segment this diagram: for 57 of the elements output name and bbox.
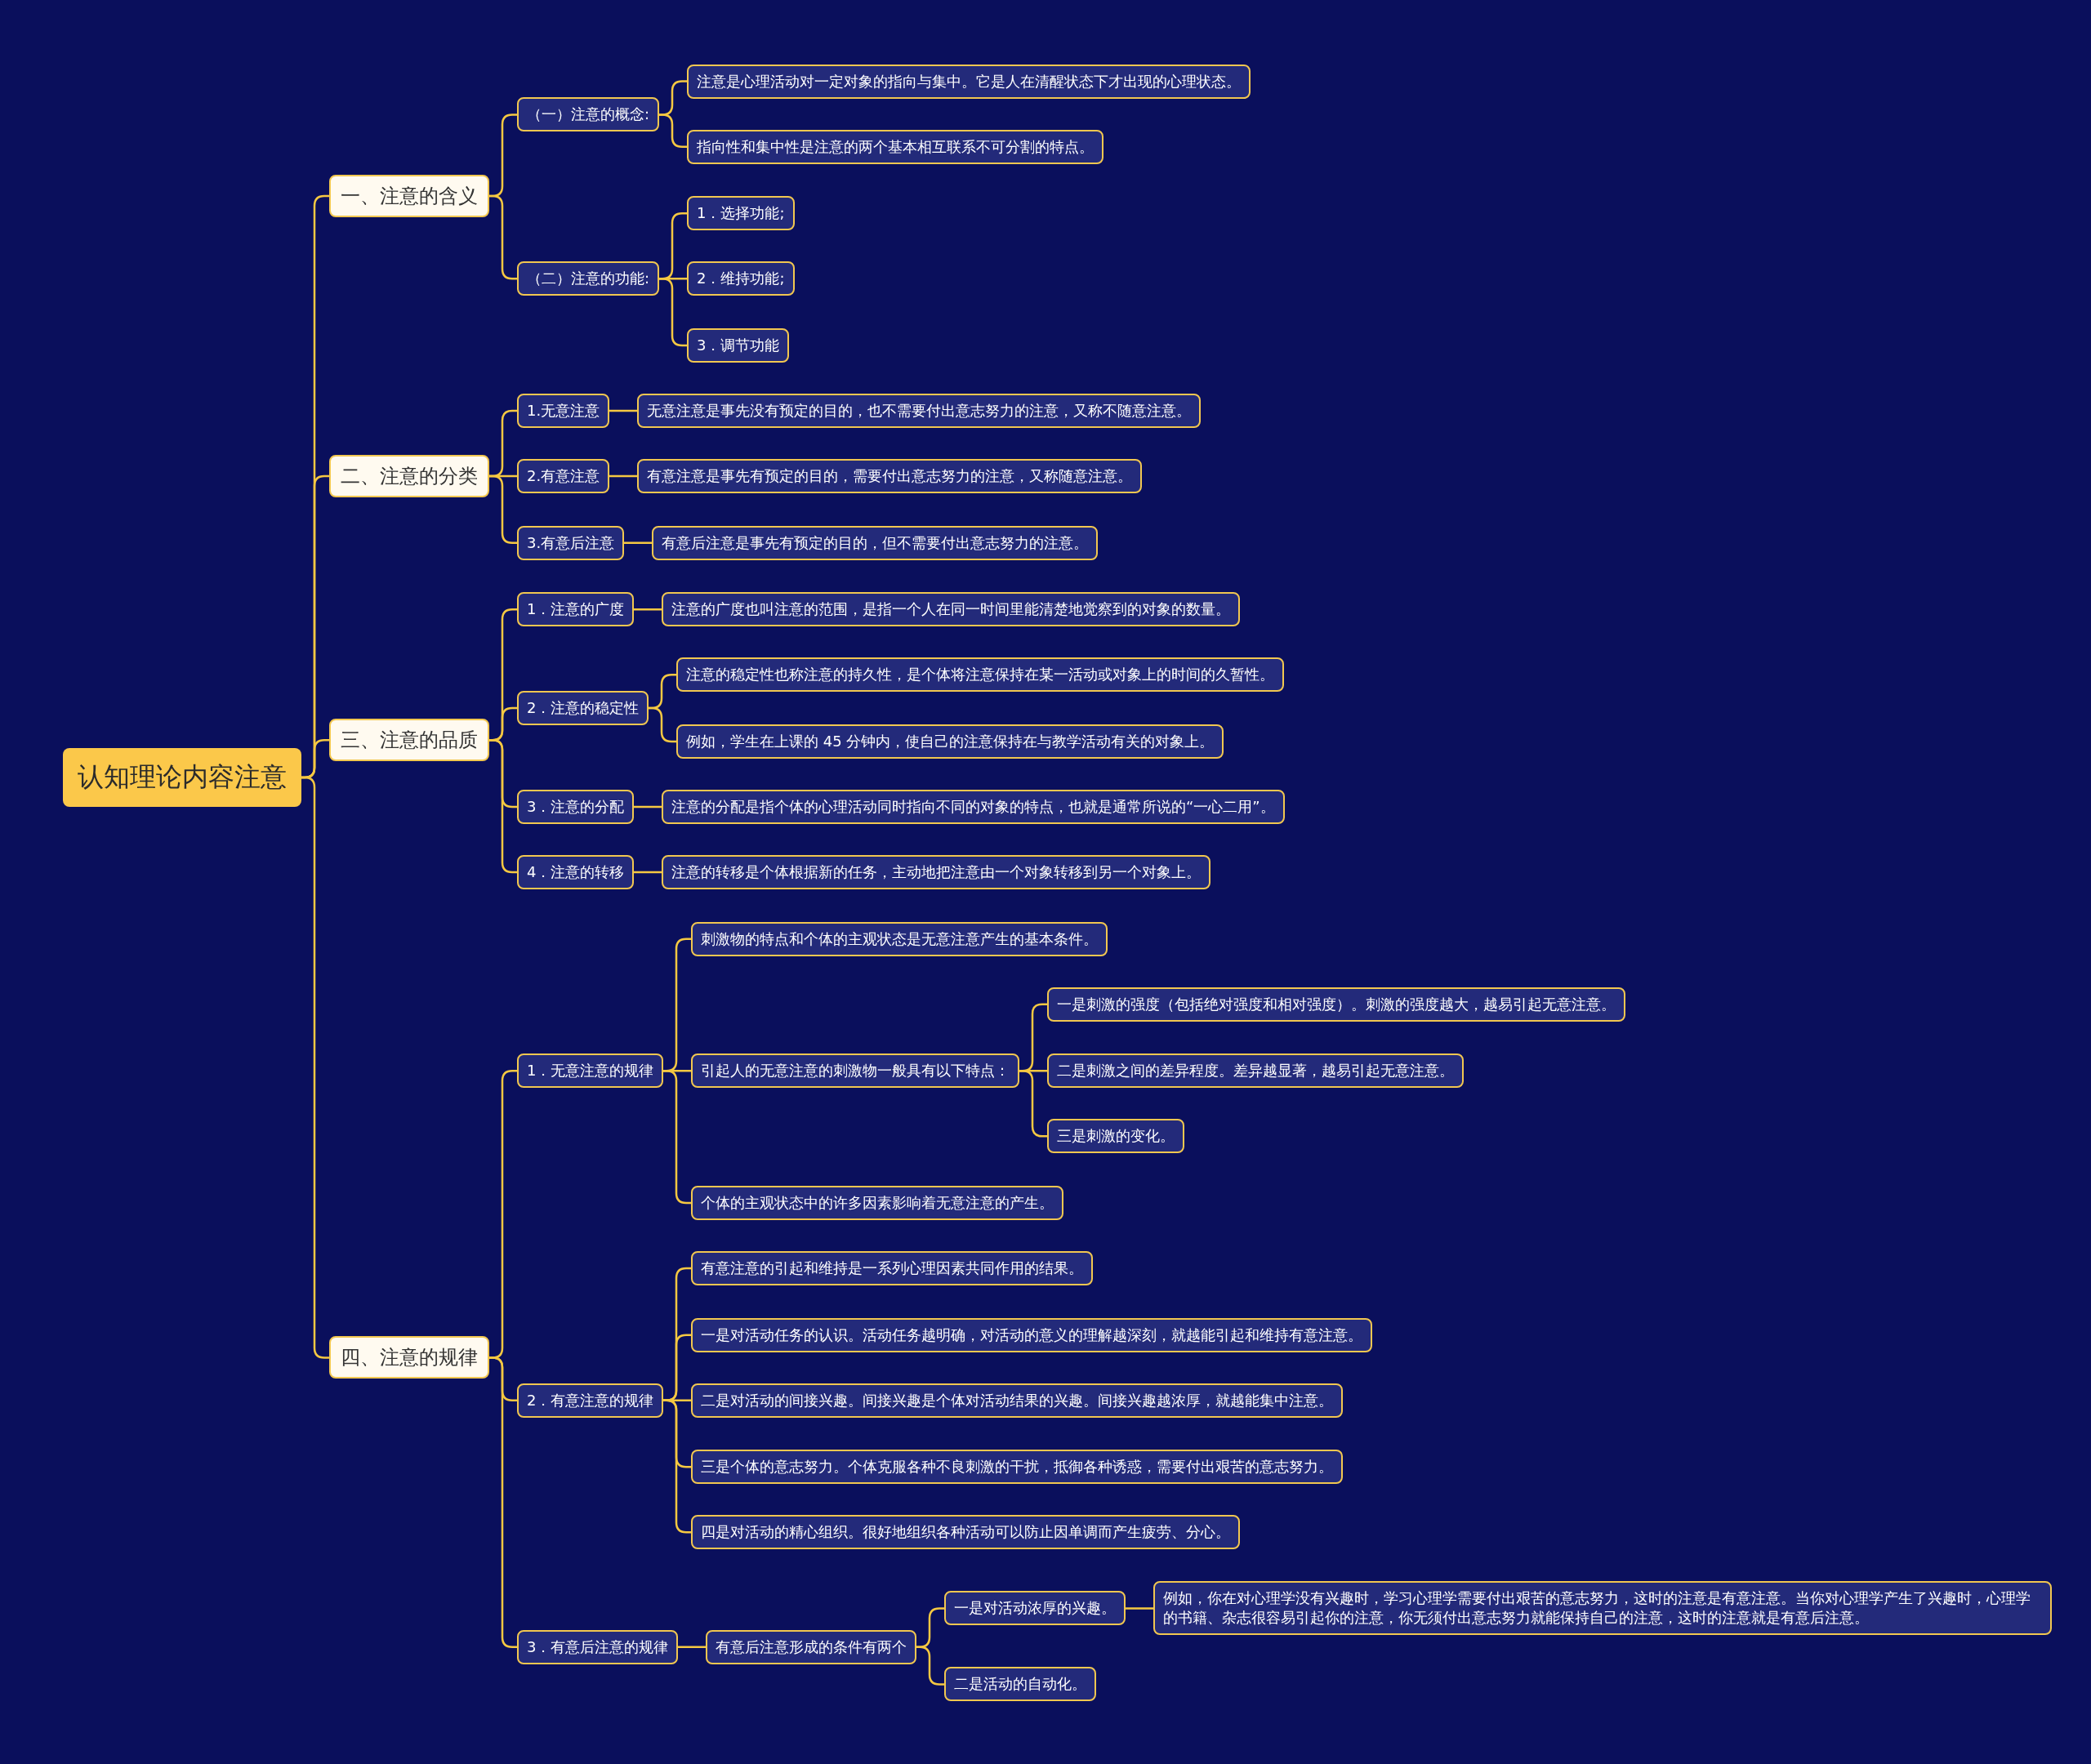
connector-line xyxy=(659,114,687,148)
subtopic: 四是对活动的精心组织。很好地组织各种活动可以防止因单调而产生疲劳、分心。 xyxy=(691,1515,1240,1550)
connector-line xyxy=(624,541,652,544)
subtopic: 无意注意是事先没有预定的目的，也不需要付出意志努力的注意，又称不随意注意。 xyxy=(637,393,1201,428)
subtopic: 个体的主观状态中的许多因素影响着无意注意的产生。 xyxy=(691,1185,1063,1220)
connector-line xyxy=(678,1646,706,1648)
subtopic: 一是对活动浓厚的兴趣。 xyxy=(944,1591,1126,1626)
subtopic: 注意的转移是个体根据新的任务，主动地把注意由一个对象转移到另一个对象上。 xyxy=(662,854,1210,889)
subtopic: （二）注意的功能: xyxy=(517,261,660,296)
connector-line xyxy=(649,706,676,743)
connector-line xyxy=(489,1356,517,1648)
subtopic: 注意的稳定性也称注意的持久性，是个体将注意保持在某一活动或对象上的时间的久暂性。 xyxy=(676,657,1284,693)
subtopic: 1．无意注意的规律 xyxy=(517,1054,664,1089)
connector-line xyxy=(1126,1607,1153,1610)
main-topic: 二、注意的分类 xyxy=(329,454,489,497)
subtopic: 1．注意的广度 xyxy=(517,592,635,627)
subtopic: 二是对活动的间接兴趣。间接兴趣是个体对活动结果的兴趣。间接兴趣越浓厚，就越能集中注意。 xyxy=(691,1383,1343,1418)
subtopic: 注意的分配是指个体的心理活动同时指向不同的对象的特点，也就是通常所说的“一心二用”。 xyxy=(662,789,1285,824)
subtopic: 有意后注意是事先有预定的目的，但不需要付出意志努力的注意。 xyxy=(652,525,1098,560)
subtopic: 1．选择功能; xyxy=(687,196,795,231)
connector-line xyxy=(609,409,637,412)
subtopic: 二是活动的自动化。 xyxy=(944,1667,1096,1702)
subtopic: 刺激物的特点和个体的主观状态是无意注意产生的基本条件。 xyxy=(691,921,1108,956)
connector-line xyxy=(634,871,662,874)
subtopic: 三是个体的意志努力。个体克服各种不良刺激的干扰，抵御各种诱惑，需要付出艰苦的意志努力。 xyxy=(691,1450,1343,1485)
subtopic: （一）注意的概念: xyxy=(517,97,660,132)
subtopic: 3．有意后注意的规律 xyxy=(517,1629,679,1664)
main-topic: 三、注意的品质 xyxy=(329,719,489,762)
subtopic: 注意的广度也叫注意的范围，是指一个人在同一时间里能清楚地觉察到的对象的数量。 xyxy=(662,592,1240,627)
subtopic: 一是对活动任务的认识。活动任务越明确，对活动的意义的理解越深刻，就越能引起和维持有意注意。 xyxy=(691,1317,1372,1352)
subtopic: 3.有意后注意 xyxy=(517,525,625,560)
subtopic: 引起人的无意注意的刺激物一般具有以下特点： xyxy=(691,1054,1019,1089)
subtopic: 一是刺激的强度（包括绝对强度和相对强度）。刺激的强度越大，越易引起无意注意。 xyxy=(1047,987,1625,1022)
subtopic: 注意是心理活动对一定对象的指向与集中。它是人在清醒状态下才出现的心理状态。 xyxy=(687,64,1251,99)
subtopic: 有意注意是事先有预定的目的，需要付出意志努力的注意，又称随意注意。 xyxy=(637,458,1142,493)
connector-line xyxy=(634,805,662,808)
subtopic: 有意注意的引起和维持是一系列心理因素共同作用的结果。 xyxy=(691,1250,1093,1285)
subtopic: 3．调节功能 xyxy=(687,327,790,363)
subtopic: 2．注意的稳定性 xyxy=(517,691,649,726)
subtopic: 2．有意注意的规律 xyxy=(517,1383,664,1418)
subtopic: 有意后注意形成的条件有两个 xyxy=(706,1629,916,1664)
subtopic: 2．维持功能; xyxy=(687,261,795,296)
subtopic: 例如，学生在上课的 45 分钟内，使自己的注意保持在与教学活动有关的对象上。 xyxy=(676,724,1224,759)
main-topic: 四、注意的规律 xyxy=(329,1336,489,1379)
subtopic: 例如，你在对心理学没有兴趣时，学习心理学需要付出艰苦的意志努力，这时的注意是有意注意。当你对心理学产生了兴趣时，心理学的书籍、杂志很容易引起你的注意，你无须付出意志努力就能保持自己的注意，这时的注意就是有意后注意。 xyxy=(1153,1580,2052,1636)
subtopic: 2.有意注意 xyxy=(517,458,610,493)
subtopic: 指向性和集中性是注意的两个基本相互联系不可分割的特点。 xyxy=(687,129,1103,164)
subtopic: 3．注意的分配 xyxy=(517,789,635,824)
connector-line xyxy=(916,1646,944,1686)
connector-line xyxy=(634,608,662,611)
connector-line xyxy=(609,474,637,478)
subtopic: 三是刺激的变化。 xyxy=(1047,1119,1184,1154)
subtopic: 二是刺激之间的差异程度。差异越显著，越易引起无意注意。 xyxy=(1047,1054,1464,1089)
subtopic: 4．注意的转移 xyxy=(517,854,635,889)
root-topic: 认知理论内容注意 xyxy=(63,748,301,808)
subtopic: 1.无意注意 xyxy=(517,393,610,428)
main-topic: 一、注意的含义 xyxy=(329,175,489,218)
